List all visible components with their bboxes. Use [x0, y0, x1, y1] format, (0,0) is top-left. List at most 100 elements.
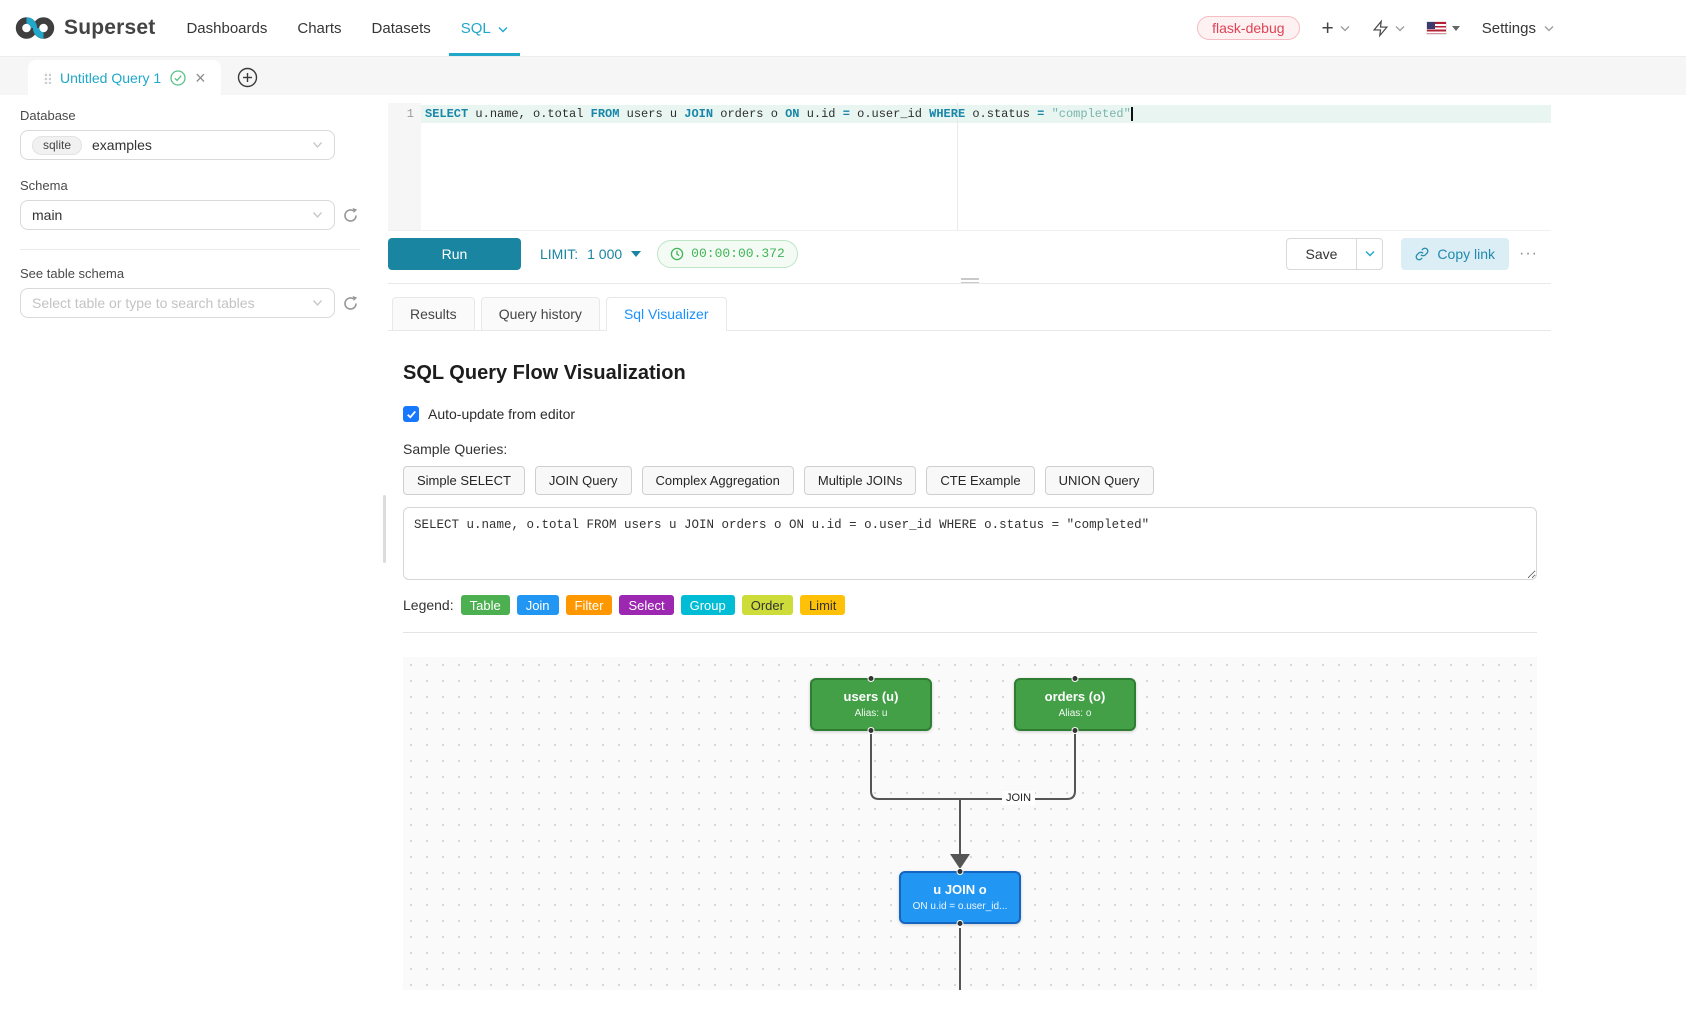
chevron-down-icon: [312, 142, 323, 149]
nav-item-sql[interactable]: SQL: [446, 0, 523, 56]
node-handle[interactable]: [867, 727, 875, 734]
schema-select-value: main: [32, 207, 63, 223]
node-handle[interactable]: [1071, 675, 1079, 682]
lightning-icon: [1372, 18, 1388, 38]
refresh-icon: [344, 295, 358, 310]
editor-pane: 1 SELECT u.name, o.total FROM users u JO…: [388, 95, 1551, 1034]
legend-pill-order: Order: [741, 595, 793, 615]
sample-btn-join-query[interactable]: JOIN Query: [534, 466, 632, 495]
sidebar-splitter[interactable]: [380, 95, 388, 1034]
plus-circle-icon: [237, 67, 257, 88]
schema-select[interactable]: main: [20, 200, 335, 230]
new-item-menu[interactable]: +: [1322, 18, 1350, 39]
settings-label: Settings: [1481, 19, 1536, 37]
limit-label: LIMIT:: [540, 245, 579, 262]
database-select[interactable]: sqlite examples: [20, 130, 335, 160]
caret-down-icon: [1451, 25, 1460, 31]
environment-badge: flask-debug: [1197, 16, 1300, 40]
chevron-down-icon: [1340, 25, 1350, 31]
sql-code-line: SELECT u.name, o.total FROM users u JOIN…: [425, 107, 1133, 121]
more-actions-button[interactable]: ···: [1519, 244, 1538, 262]
splitter-grip[interactable]: [383, 495, 386, 563]
refresh-schemas-button[interactable]: [342, 207, 359, 224]
link-icon: [1416, 247, 1429, 260]
table-select-placeholder: Select table or type to search tables: [32, 295, 255, 311]
limit-dropdown[interactable]: LIMIT: 1 000: [540, 245, 642, 262]
sqllab-sidebar: Database sqlite examples Schema main See: [0, 95, 380, 1034]
legend-label: Legend:: [403, 597, 454, 613]
plus-icon: +: [1321, 16, 1334, 40]
run-button[interactable]: Run: [388, 237, 521, 270]
sample-btn-simple-select[interactable]: Simple SELECT: [403, 466, 525, 495]
database-engine-badge: sqlite: [32, 135, 83, 155]
superset-infinity-icon: [14, 14, 56, 42]
drag-handle-icon[interactable]: [43, 71, 51, 84]
sample-btn-union-query[interactable]: UNION Query: [1044, 466, 1154, 495]
node-title: orders (o): [1044, 689, 1106, 704]
database-select-value: examples: [92, 137, 152, 153]
node-title: users (u): [843, 689, 899, 704]
node-handle[interactable]: [1071, 727, 1079, 734]
result-tabs: Results Query history Sql Visualizer: [388, 284, 1551, 331]
node-handle[interactable]: [956, 868, 964, 875]
legend-pill-limit: Limit: [799, 595, 846, 615]
legend-pill-table: Table: [460, 595, 510, 615]
page-title: SQL Query Flow Visualization: [403, 362, 686, 384]
query-input-textarea[interactable]: SELECT u.name, o.total FROM users u JOIN…: [403, 507, 1537, 580]
sample-btn-multiple-joins[interactable]: Multiple JOINs: [803, 466, 917, 495]
node-handle[interactable]: [867, 675, 875, 682]
query-tab[interactable]: Untitled Query 1 ×: [28, 60, 221, 95]
limit-value: 1 000: [587, 245, 623, 262]
active-line-highlight: [421, 105, 1551, 123]
legend-pill-filter: Filter: [565, 595, 613, 615]
new-tab-button[interactable]: [237, 67, 258, 88]
refresh-tables-button[interactable]: [342, 295, 359, 312]
sample-query-buttons: Simple SELECT JOIN Query Complex Aggrega…: [403, 466, 1533, 495]
nav-item-charts[interactable]: Charts: [297, 19, 342, 37]
navbar-right: flask-debug + Settings: [1197, 16, 1554, 40]
auto-update-label: Auto-update from editor: [428, 406, 576, 422]
chevron-down-icon: [1395, 25, 1405, 31]
schema-label: Schema: [20, 178, 68, 193]
flow-diagram-canvas[interactable]: JOIN users (u) Alias: u orders (o) Alias…: [403, 657, 1537, 990]
save-button[interactable]: Save: [1285, 237, 1358, 270]
chevron-down-icon: [498, 20, 508, 37]
tab-results[interactable]: Results: [392, 297, 475, 331]
editor-results-splitter[interactable]: [388, 276, 1551, 284]
superset-logo[interactable]: Superset: [14, 14, 155, 42]
legend-pill-group: Group: [680, 595, 735, 615]
flow-node-join[interactable]: u JOIN o ON u.id = o.user_id...: [899, 868, 1021, 927]
tab-query-history[interactable]: Query history: [480, 297, 600, 331]
sample-btn-complex-aggregation[interactable]: Complex Aggregation: [641, 466, 794, 495]
sql-toolbar: Run LIMIT: 1 000 00:00:00.372 Save: [388, 231, 1551, 276]
flow-node-orders[interactable]: orders (o) Alias: o: [1014, 675, 1136, 734]
nav-item-dashboards[interactable]: Dashboards: [186, 19, 268, 37]
sql-editor[interactable]: 1 SELECT u.name, o.total FROM users u JO…: [388, 103, 1551, 231]
save-dropdown-button[interactable]: [1356, 237, 1384, 270]
tab-sql-visualizer[interactable]: Sql Visualizer: [605, 297, 727, 331]
chevron-down-icon: [312, 300, 323, 307]
flow-node-users[interactable]: users (u) Alias: u: [810, 675, 932, 734]
node-handle[interactable]: [956, 920, 964, 927]
query-search-menu[interactable]: [1372, 18, 1405, 38]
elapsed-time: 00:00:00.372: [691, 246, 785, 261]
query-tab-title: Untitled Query 1: [60, 69, 162, 86]
sample-btn-cte-example[interactable]: CTE Example: [926, 466, 1035, 495]
table-select[interactable]: Select table or type to search tables: [20, 288, 335, 318]
auto-update-checkbox[interactable]: [403, 406, 419, 422]
copy-link-button[interactable]: Copy link: [1401, 237, 1510, 270]
editor-code-area[interactable]: SELECT u.name, o.total FROM users u JOIN…: [421, 103, 1551, 230]
splitter-grip-icon[interactable]: [960, 278, 979, 285]
legend: Legend: Table Join Filter Select Group O…: [403, 595, 1533, 615]
top-navbar: Superset Dashboards Charts Datasets SQL …: [0, 0, 1686, 57]
us-flag-icon: [1426, 22, 1446, 34]
close-tab-button[interactable]: ×: [195, 67, 206, 88]
check-circle-icon: [170, 69, 186, 86]
settings-menu[interactable]: Settings: [1482, 20, 1554, 37]
refresh-icon: [344, 207, 358, 222]
sidebar-divider: [20, 249, 360, 250]
legend-pill-select: Select: [619, 595, 674, 615]
main-nav: Dashboards Charts Datasets SQL: [171, 0, 522, 56]
language-picker[interactable]: [1426, 22, 1460, 34]
nav-item-datasets[interactable]: Datasets: [371, 19, 431, 37]
